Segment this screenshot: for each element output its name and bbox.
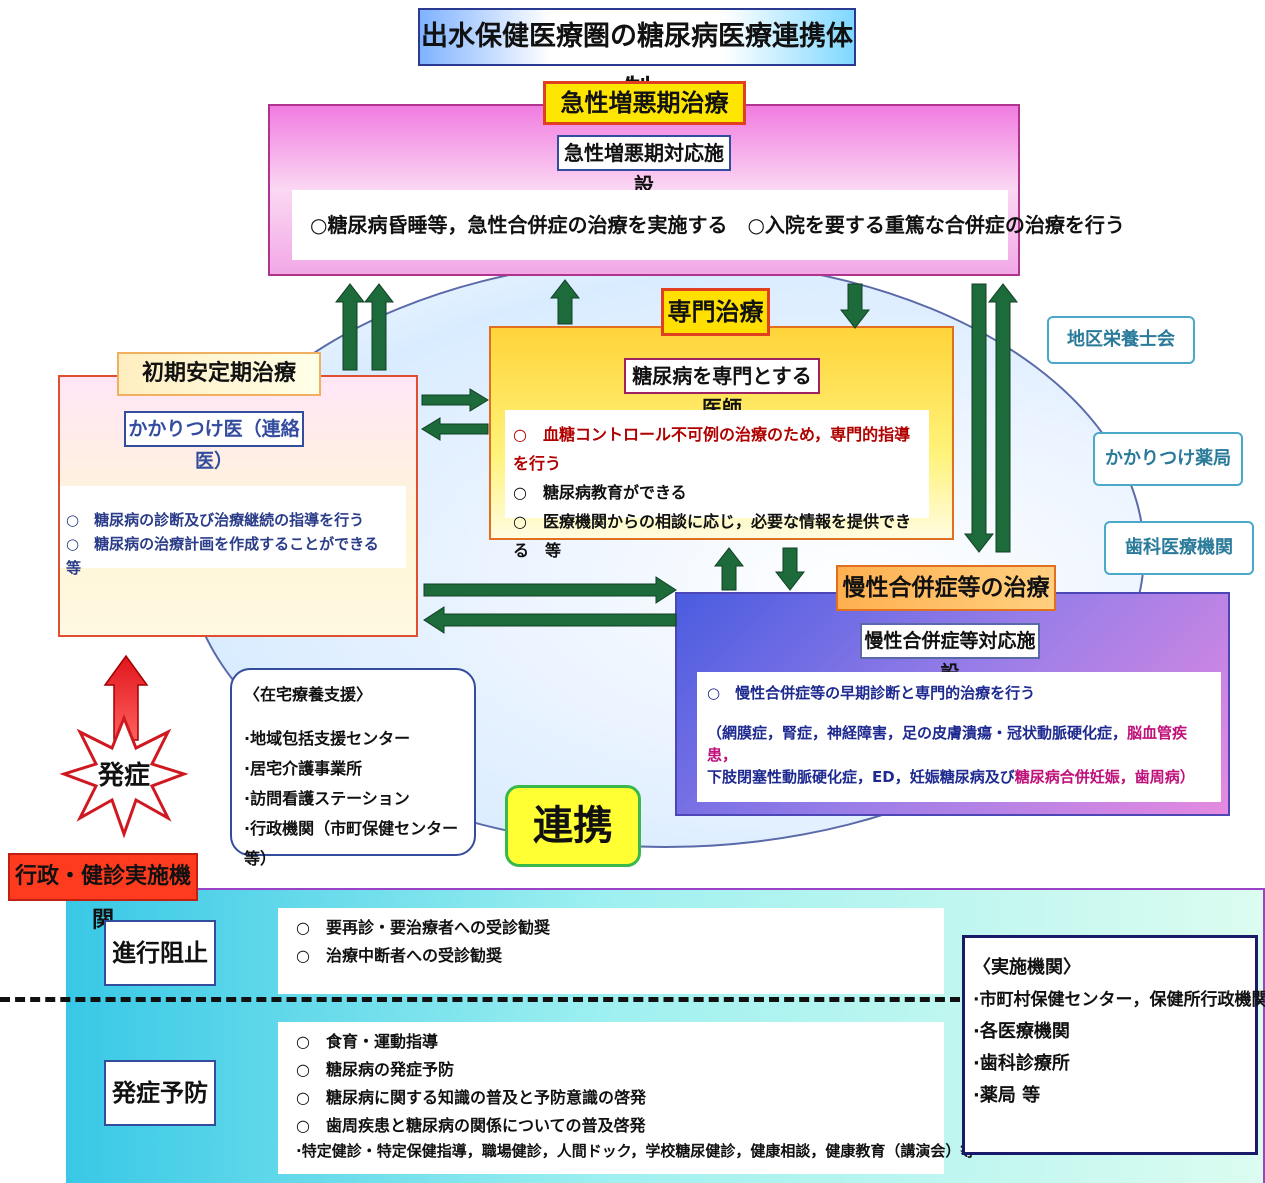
arrow-down-icon — [963, 283, 995, 553]
acute-facility-label: 急性増悪期対応施設 — [557, 135, 731, 197]
initial-treatment-label: 初期安定期治療 — [117, 352, 321, 396]
home-care-item: ·居宅介護事業所 — [244, 759, 363, 778]
onset-burst-icon — [59, 713, 189, 839]
family-pharmacy: かかりつけ薬局 — [1093, 432, 1243, 486]
chronic-facility-label: 慢性合併症等対応施設 — [860, 623, 1040, 684]
arrow-up-icon — [987, 283, 1019, 553]
arrow-up-icon — [103, 654, 149, 741]
impl-item: ·市町村保健センター，保健所行政機関 — [973, 990, 1265, 1010]
family-doctor-label: かかりつけ医（連絡医） — [124, 411, 304, 472]
specialist-item: ○ 糖尿病教育ができる — [513, 483, 687, 502]
onset-label: 発症 — [97, 761, 150, 791]
initial-item: ○ 糖尿病の治療計画を作成することができる 等 — [66, 535, 394, 577]
initial-description: ○ 糖尿病の診断及び治療継続の指導を行う ○ 糖尿病の治療計画を作成することがで… — [60, 486, 406, 577]
specialist-item: ○ 医療機関からの相談に応じ，必要な情報を提供できる 等 — [513, 512, 911, 560]
progress-item: ○ 治療中断者への受診勧奨 — [296, 946, 502, 965]
specialist-item: ○ 血糖コントロール不可例の治療のため，専門的指導を行う — [513, 425, 911, 473]
chronic-detail-1-highlight: 脳血管疾患， — [707, 724, 1188, 764]
prevent-item: ○ 糖尿病の発症予防 — [296, 1060, 454, 1079]
home-care-title: 〈在宅療養支援〉 — [244, 685, 373, 704]
arrow-up-icon — [713, 547, 745, 591]
arrow-down-icon — [774, 547, 806, 591]
chronic-item: ○ 慢性合併症等の早期診断と専門的治療を行う — [707, 684, 1036, 702]
chronic-treatment-label: 慢性合併症等の治療 — [836, 565, 1056, 611]
impl-item: ·各医療機関 — [973, 1021, 1070, 1042]
divider-line — [0, 997, 960, 1002]
progress-prevention-label: 進行阻止 — [104, 920, 216, 986]
arrow-up-icon — [363, 283, 395, 371]
acute-treatment-label: 急性増悪期治療 — [543, 81, 746, 125]
chronic-detail-2: 下肢閉塞性動脈硬化症，ED，妊娠糖尿病及び — [707, 768, 1015, 786]
home-care-item: ·訪問看護ステーション — [244, 789, 410, 808]
home-care-support-box: 〈在宅療養支援〉 ·地域包括支援センター ·居宅介護事業所 ·訪問看護ステーショ… — [230, 668, 476, 868]
specialist-treatment-label: 専門治療 — [661, 288, 770, 336]
arrow-left-icon — [423, 606, 677, 634]
arrow-up-icon — [549, 279, 581, 325]
dental-institution: 歯科医療機関 — [1104, 521, 1254, 575]
chronic-description: ○ 慢性合併症等の早期診断と専門的治療を行う （網膜症，腎症，神経障害，足の皮膚… — [697, 672, 1221, 802]
chronic-detail-2-highlight: 糖尿病合併妊娠，歯周病） — [1014, 768, 1195, 786]
acute-description: ○糖尿病昏睡等，急性合併症の治療を実施する ○入院を要する重篤な合併症の治療を行… — [292, 190, 1125, 260]
arrow-right-icon — [423, 576, 677, 604]
arrow-up-icon — [334, 283, 366, 371]
prevent-item: ○ 糖尿病に関する知識の普及と予防意識の啓発 — [296, 1088, 646, 1107]
arrow-down-icon — [839, 283, 871, 329]
nutritionist-association: 地区栄養士会 — [1047, 316, 1195, 364]
progress-item: ○ 要再診・要治療者への受診勧奨 — [296, 918, 550, 937]
initial-item: ○ 糖尿病の診断及び治療継続の指導を行う — [66, 511, 365, 529]
prevent-item: ○ 食育・運動指導 — [296, 1032, 438, 1051]
cooperation-badge: 連携 — [505, 785, 641, 867]
specialist-doctor-label: 糖尿病を専門とする医師 — [624, 358, 820, 420]
progress-prevention-description: ○ 要再診・要治療者への受診勧奨 ○ 治療中断者への受診勧奨 — [278, 908, 944, 994]
home-care-item: ·地域包括支援センター — [244, 729, 411, 748]
chronic-detail-1: （網膜症，腎症，神経障害，足の皮膚潰瘍・冠状動脈硬化症， — [707, 724, 1128, 742]
impl-title: 〈実施機関〉 — [973, 957, 1081, 978]
arrow-right-icon — [421, 388, 489, 412]
specialist-description: ○ 血糖コントロール不可例の治療のため，専門的指導を行う ○ 糖尿病教育ができる… — [505, 410, 929, 560]
onset-prevention-label: 発症予防 — [104, 1060, 216, 1126]
arrow-left-icon — [421, 417, 489, 441]
impl-item: ·薬局 等 — [973, 1085, 1041, 1106]
impl-item: ·歯科診療所 — [973, 1053, 1070, 1074]
prevent-note: ·特定健診・特定保健指導，職場健診，人間ドック，学校糖尿健診，健康相談，健康教育… — [296, 1142, 976, 1160]
implementing-institutions-box: 〈実施機関〉 ·市町村保健センター，保健所行政機関 ·各医療機関 ·歯科診療所 … — [962, 935, 1265, 1155]
home-care-item: ·行政機関（市町保健センター等） — [244, 819, 459, 868]
admin-label: 行政・健診実施機関 — [8, 853, 198, 933]
onset-prevention-description: ○ 食育・運動指導 ○ 糖尿病の発症予防 ○ 糖尿病に関する知識の普及と予防意識… — [278, 1022, 976, 1174]
prevent-item: ○ 歯周疾患と糖尿病の関係についての普及啓発 — [296, 1116, 646, 1135]
